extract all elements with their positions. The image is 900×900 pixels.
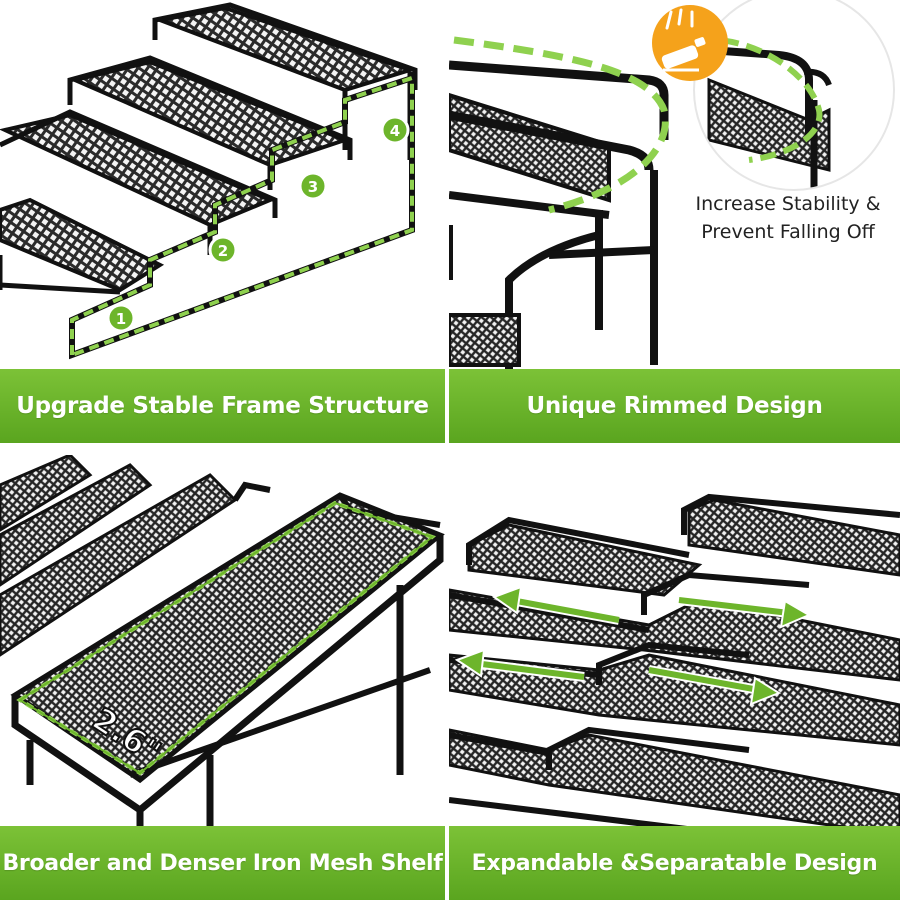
panel-rimmed-design: Increase Stability & Prevent Falling Off… [449, 0, 900, 445]
banner-title: Broader and Denser Iron Mesh Shelf [2, 850, 443, 876]
rim-closeup-illustration [449, 0, 895, 370]
front-shelf [10, 492, 445, 900]
mesh-shelf-illustration: 2.6" [0, 455, 445, 900]
expand-arrow-lower-left [454, 648, 585, 682]
panel-mesh-shelf: 2.6" Broader and Denser Iron Mesh Shelf [0, 455, 445, 900]
banner-expandable: Expandable &Separatable Design [449, 826, 900, 900]
callout-line-1: Increase Stability & [695, 193, 881, 215]
svg-text:4: 4 [390, 122, 400, 140]
panel-stable-frame: 1 2 3 4 Upgrade Stable Frame Structure [0, 0, 445, 445]
banner-title: Expandable &Separatable Design [471, 850, 878, 876]
step-badge-2: 2 [208, 235, 238, 265]
banner-title: Unique Rimmed Design [526, 393, 823, 419]
step-badge-3: 3 [298, 171, 328, 201]
banner-stable-frame: Upgrade Stable Frame Structure [0, 369, 445, 443]
banner-title: Upgrade Stable Frame Structure [16, 393, 429, 419]
banner-mesh-shelf: Broader and Denser Iron Mesh Shelf [0, 826, 445, 900]
svg-text:2: 2 [218, 242, 228, 260]
shelf-tier-3 [67, 55, 353, 190]
shelf-tier-1 [0, 197, 165, 295]
rim-highlight [453, 36, 669, 214]
rimmed-shelf [449, 60, 669, 370]
stability-callout: Increase Stability & Prevent Falling Off [681, 190, 895, 246]
svg-text:3: 3 [308, 178, 318, 196]
banner-rimmed-design: Unique Rimmed Design [449, 369, 900, 443]
expandable-shelves-illustration [449, 493, 900, 858]
rim-detail-inset [693, 0, 895, 191]
expand-arrow-upper-right [678, 595, 812, 629]
callout-line-2: Prevent Falling Off [701, 221, 875, 243]
falling-bottle-icon [652, 5, 728, 81]
step-badge-4: 4 [380, 115, 410, 145]
svg-text:1: 1 [116, 310, 126, 328]
panel-expandable: Expandable &Separatable Design [449, 455, 900, 900]
shelf-tier-2 [0, 109, 278, 255]
expand-arrow-lower-right [648, 665, 782, 706]
expand-arrow-upper-left [491, 585, 620, 625]
frame-outline-highlight [69, 73, 415, 360]
frame-structure-illustration: 1 2 3 4 [0, 2, 418, 360]
step-badge-1: 1 [106, 303, 136, 333]
back-shelves [0, 455, 271, 657]
